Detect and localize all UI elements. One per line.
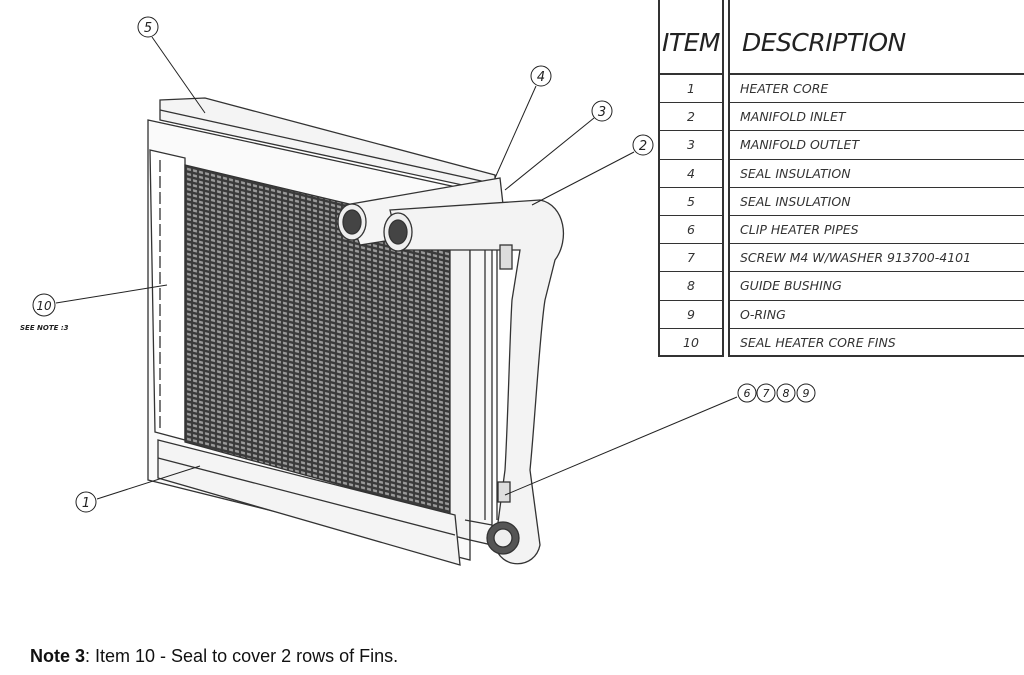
- table-row-item: 5: [660, 188, 722, 216]
- svg-text:1: 1: [82, 496, 90, 511]
- callout-10: 10: [32, 293, 56, 317]
- table-row-item: 7: [660, 244, 722, 273]
- svg-text:10: 10: [36, 299, 52, 313]
- callout-8: 8: [776, 383, 796, 403]
- svg-text:3: 3: [598, 105, 606, 120]
- table-row-description: MANIFOLD INLET: [730, 103, 1024, 132]
- table-row-item: 4: [660, 160, 722, 188]
- note-3: Note 3: Item 10 - Seal to cover 2 rows o…: [30, 646, 398, 667]
- table-row-description: SEAL INSULATION: [730, 188, 1024, 216]
- table-row-item: 2: [660, 103, 722, 132]
- svg-text:8: 8: [783, 387, 790, 400]
- heater-core-body: [147, 97, 565, 566]
- svg-text:4: 4: [537, 70, 545, 85]
- description-header: DESCRIPTION: [730, 0, 1024, 75]
- table-row-description: HEATER CORE: [730, 75, 1024, 104]
- table-row-description: CLIP HEATER PIPES: [730, 216, 1024, 245]
- table-row-description: SEAL INSULATION: [730, 160, 1024, 188]
- table-row-description: MANIFOLD OUTLET: [730, 131, 1024, 160]
- callout-7: 7: [756, 383, 776, 403]
- table-row-item: 8: [660, 272, 722, 301]
- callout-6: 6: [737, 383, 757, 403]
- svg-text:7: 7: [763, 387, 770, 400]
- manifold-inlet-pipe: [389, 199, 565, 565]
- callout-3: 3: [591, 100, 613, 122]
- table-row-item: 1: [660, 75, 722, 104]
- note-text: : Item 10 - Seal to cover 2 rows of Fins…: [85, 646, 399, 666]
- note-label: Note 3: [30, 646, 86, 666]
- leader-lines: [55, 36, 738, 500]
- svg-text:5: 5: [144, 21, 152, 36]
- item-header: ITEM: [660, 0, 722, 75]
- svg-text:2: 2: [639, 139, 647, 154]
- callout-4: 4: [530, 65, 552, 87]
- table-row-item: 9: [660, 301, 722, 329]
- callout-1: 1: [75, 491, 97, 513]
- table-row-description: O-RING: [730, 301, 1024, 329]
- table-row-item: 6: [660, 216, 722, 245]
- table-row-description: SCREW M4 W/WASHER 913700-4101: [730, 244, 1024, 273]
- svg-text:9: 9: [803, 387, 810, 400]
- table-row-description: SEAL HEATER CORE FINS: [740, 334, 896, 350]
- callout-2: 2: [632, 134, 654, 156]
- svg-text:6: 6: [744, 387, 751, 400]
- callout-5: 5: [137, 16, 159, 38]
- callout-9: 9: [796, 383, 816, 403]
- table-row-description: GUIDE BUSHING: [730, 272, 1024, 301]
- table-row-item: 10: [683, 334, 699, 350]
- see-note-label: SEE NOTE :3: [20, 324, 69, 332]
- table-row-item: 3: [660, 131, 722, 160]
